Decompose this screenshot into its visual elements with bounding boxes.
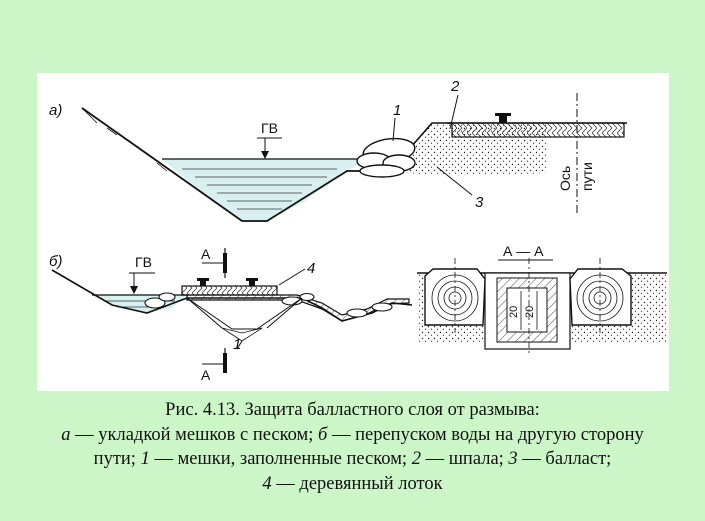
label-gv-b: ГВ [135, 254, 152, 270]
caption-line-2: а — укладкой мешков с песком; б — перепу… [61, 424, 644, 445]
sleeper-a [451, 122, 625, 138]
caption-line-4: 4 — деревянный лоток [262, 473, 443, 494]
diagram-b: б) [49, 246, 413, 383]
stones-b [144, 292, 393, 318]
label-part-b: б) [49, 253, 62, 270]
diagram-a: а) Ось пути [49, 78, 627, 222]
rails-b [197, 278, 258, 286]
caption-line-3: пути; 1 — мешки, заполненные песком; 2 —… [93, 449, 612, 469]
label-2-a: 2 [450, 78, 460, 95]
sand-bags-a [356, 137, 416, 178]
axis-label-line2: пути [579, 162, 595, 191]
figure-drawing: а) Ось пути [49, 78, 667, 383]
dim-left: 20 [508, 306, 520, 318]
dim-right: 20 [524, 306, 536, 318]
label-1-a: 1 [393, 102, 401, 119]
label-part-a: а) [49, 102, 62, 119]
section-mark-top: А [201, 246, 211, 262]
section-a-a: А — А 20 20 [417, 243, 667, 353]
label-1-b: 1 [233, 336, 241, 353]
axis-label-line1: Ось [557, 166, 573, 191]
figure: а) Ось пути [37, 73, 669, 391]
label-3-a: 3 [475, 194, 484, 211]
ground-profile-a [81, 107, 377, 222]
caption-line-1: Рис. 4.13. Защита балластного слоя от ра… [165, 400, 540, 420]
sleeper-log-right [569, 268, 632, 326]
figure-caption: Рис. 4.13. Защита балластного слоя от ра… [0, 398, 705, 496]
label-gv-a: ГВ [261, 120, 278, 136]
water-a [162, 159, 372, 221]
rail-a [495, 113, 511, 123]
water-lines-a [162, 158, 372, 210]
ground-profile-b [51, 269, 188, 314]
sleeper-b [181, 285, 278, 296]
section-title: А — А [503, 243, 544, 259]
section-mark-bottom: А [201, 367, 211, 383]
label-4-b: 4 [307, 260, 315, 277]
